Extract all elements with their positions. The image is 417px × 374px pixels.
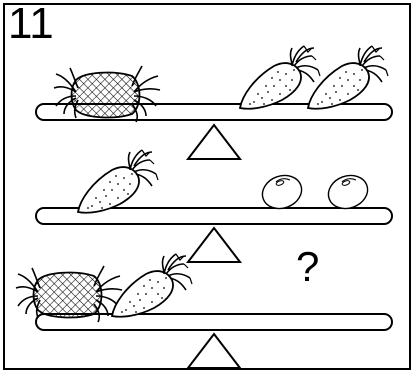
carrot-icon: [112, 254, 192, 317]
balance-row-1: [36, 46, 392, 159]
carrot-icon: [78, 150, 158, 213]
fulcrum-triangle-icon: [188, 125, 240, 159]
fulcrum-triangle-icon: [188, 334, 240, 368]
balance-beam: [36, 314, 392, 330]
fulcrum-triangle-icon: [188, 228, 240, 262]
carrot-icon: [240, 46, 320, 109]
question-mark: ?: [296, 243, 319, 291]
carrot-icon: [308, 46, 388, 109]
balance-row-3: [16, 254, 392, 368]
balance-row-2: [36, 150, 392, 262]
